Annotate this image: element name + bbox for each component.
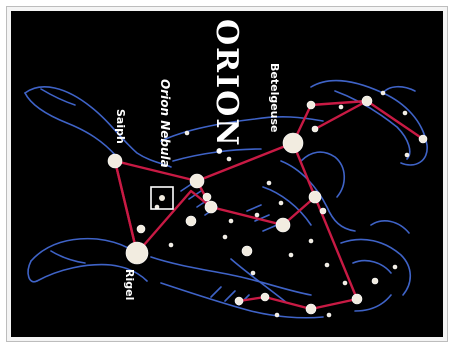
star <box>393 265 397 269</box>
star <box>190 174 204 188</box>
star <box>309 239 313 243</box>
star <box>320 208 326 214</box>
star <box>203 193 211 201</box>
constellation-svg: ORION. Betelgeuse Orion Nebula Saiph Rig… <box>11 11 443 337</box>
betelgeuse-label: Betelgeuse <box>268 63 281 133</box>
star <box>339 105 343 109</box>
star <box>169 243 173 247</box>
star <box>275 313 279 317</box>
star <box>229 219 233 223</box>
star <box>185 131 189 135</box>
rigel-label: Rigel <box>123 269 136 300</box>
star <box>312 126 318 132</box>
star <box>261 293 269 301</box>
star <box>381 91 385 95</box>
star-rigel <box>126 242 148 264</box>
image-frame: ORION. Betelgeuse Orion Nebula Saiph Rig… <box>6 6 448 342</box>
star <box>276 218 290 232</box>
star <box>279 201 283 205</box>
orion-nebula-label: Orion Nebula <box>158 79 172 168</box>
star <box>405 153 409 157</box>
star <box>242 246 252 256</box>
star <box>137 225 145 233</box>
star <box>343 281 347 285</box>
star <box>267 181 271 185</box>
star <box>419 135 427 143</box>
star <box>327 313 331 317</box>
star <box>223 235 227 239</box>
saiph-label: Saiph <box>114 109 127 144</box>
orion-constellation-image: ORION. Betelgeuse Orion Nebula Saiph Rig… <box>11 11 443 337</box>
star <box>251 271 255 275</box>
star <box>307 101 315 109</box>
star <box>309 191 321 203</box>
star <box>372 278 378 284</box>
star <box>289 253 293 257</box>
star <box>362 96 372 106</box>
star <box>403 111 407 115</box>
star-betelgeuse <box>283 133 303 153</box>
star <box>352 294 362 304</box>
star <box>159 195 165 201</box>
star <box>186 216 196 226</box>
star <box>205 201 217 213</box>
star <box>325 263 329 267</box>
star <box>255 213 259 217</box>
star <box>235 297 243 305</box>
star <box>306 304 316 314</box>
title-label: ORION. <box>209 19 244 158</box>
star-saiph <box>108 154 122 168</box>
